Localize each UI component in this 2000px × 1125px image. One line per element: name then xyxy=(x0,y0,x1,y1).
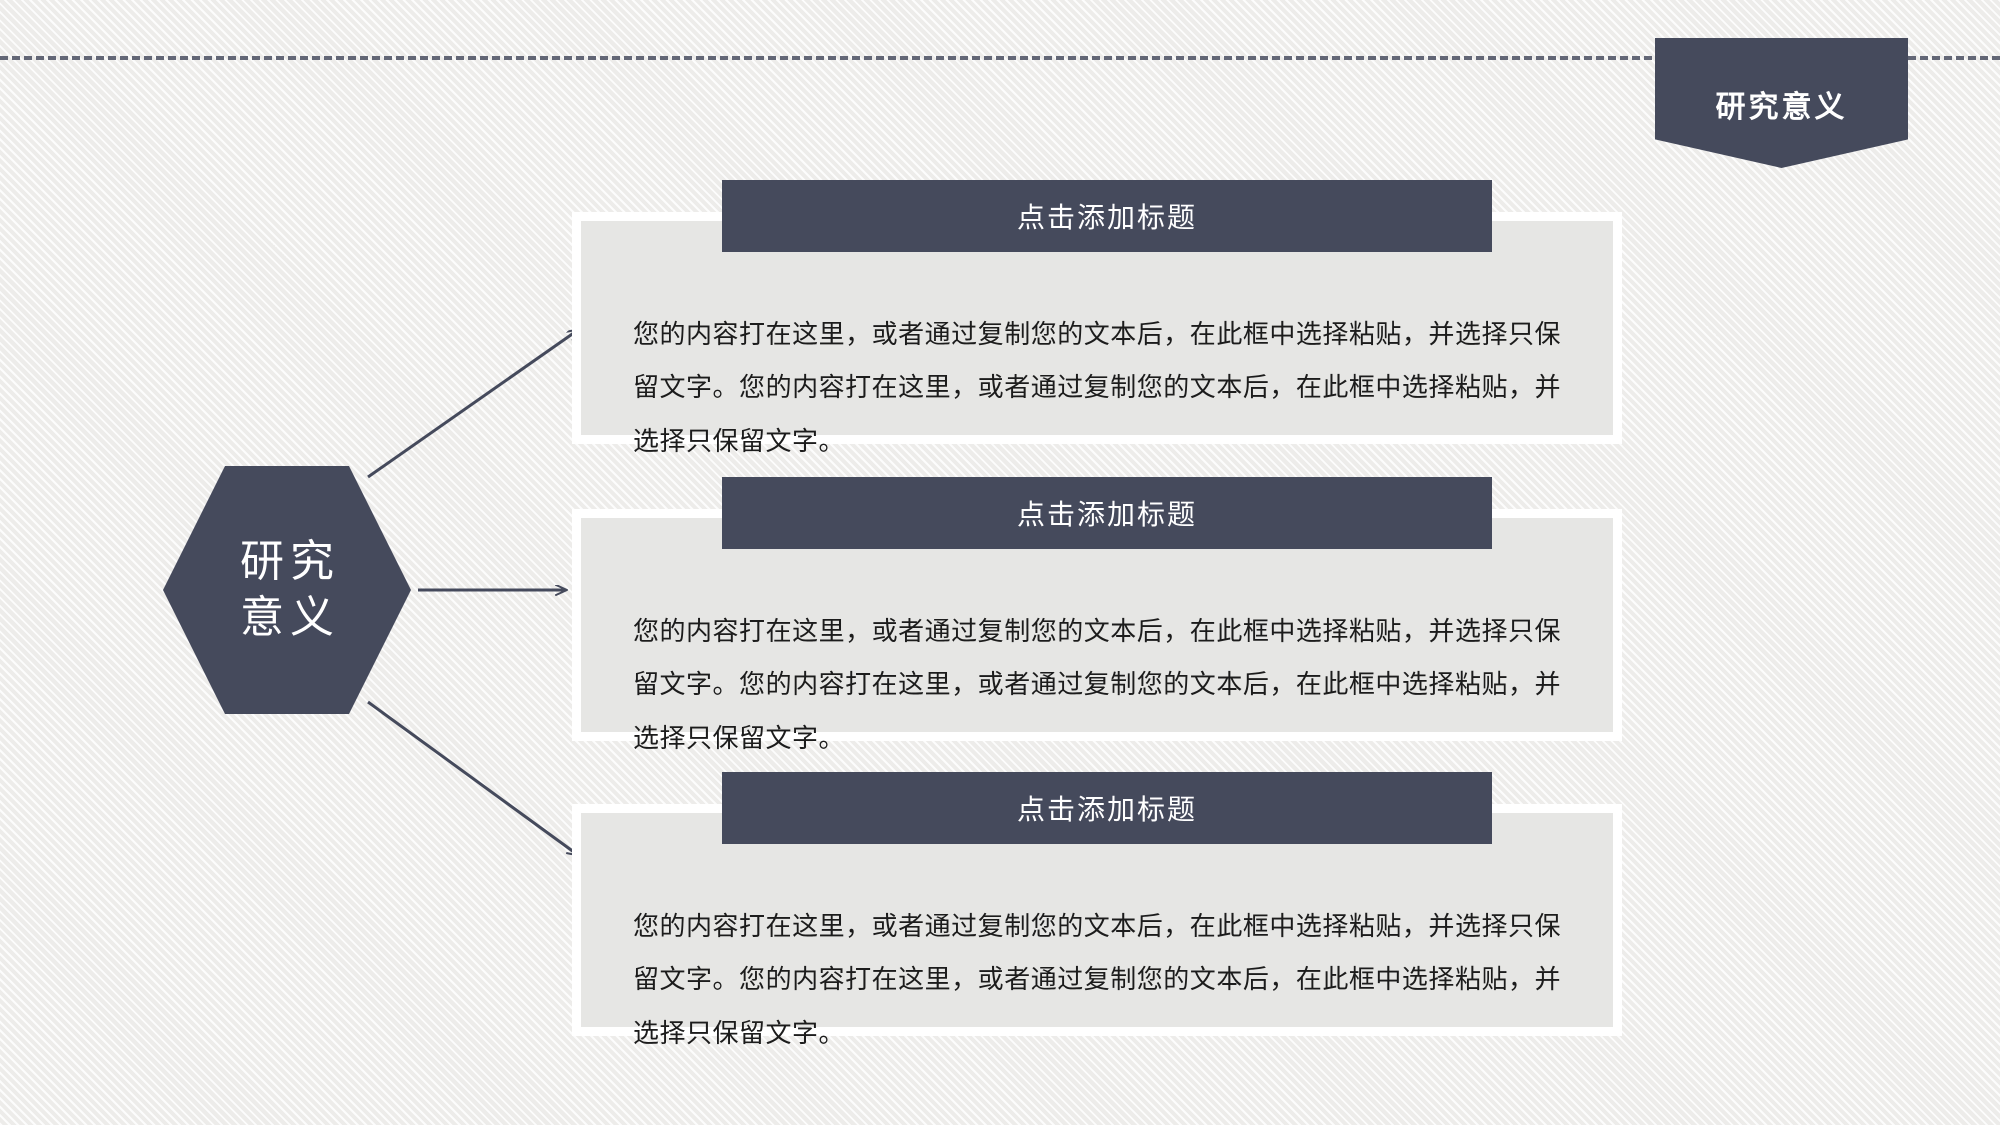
card-title: 点击添加标题 xyxy=(1016,793,1197,826)
hexagon-label-line-2: 意义 xyxy=(240,592,340,643)
card-body-text: 您的内容打在这里，或者通过复制您的文本后，在此框中选择粘贴，并选择只保留文字。您… xyxy=(633,617,1561,754)
card-title: 点击添加标题 xyxy=(1016,498,1197,531)
card-header[interactable]: 点击添加标题 xyxy=(722,477,1492,549)
card-body-text: 您的内容打在这里，或者通过复制您的文本后，在此框中选择粘贴，并选择只保留文字。您… xyxy=(633,320,1561,457)
top-dashed-divider xyxy=(0,56,2000,60)
card-header[interactable]: 点击添加标题 xyxy=(722,180,1492,252)
corner-banner-label: 研究意义 xyxy=(1715,90,1848,125)
corner-banner: 研究意义 xyxy=(1655,38,1908,168)
hexagon-label-line-1: 研究 xyxy=(240,535,340,587)
arrow-to-card-1 xyxy=(367,330,578,479)
card-header[interactable]: 点击添加标题 xyxy=(722,772,1492,844)
hexagon-badge: 研究 意义 xyxy=(163,466,411,714)
arrow-to-card-3 xyxy=(367,700,578,855)
card-body-text: 您的内容打在这里，或者通过复制您的文本后，在此框中选择粘贴，并选择只保留文字。您… xyxy=(633,912,1561,1049)
card-title: 点击添加标题 xyxy=(1016,201,1197,234)
